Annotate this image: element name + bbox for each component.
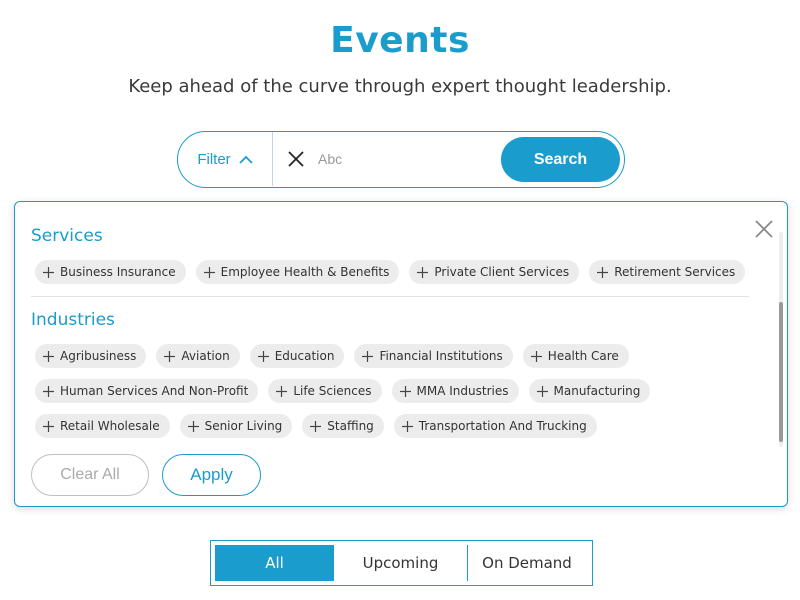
filter-tag-retirement-services[interactable]: Retirement Services (589, 260, 746, 284)
plus-icon (43, 266, 54, 278)
plus-icon (203, 266, 215, 278)
chevron-up-icon (239, 155, 253, 164)
filter-tag-business-insurance[interactable]: Business Insurance (35, 260, 186, 284)
filter-tag-employee-health-benefits[interactable]: Employee Health & Benefits (195, 260, 400, 284)
filter-tag-financial-institutions[interactable]: Financial Institutions (354, 344, 513, 368)
tag-label: Financial Institutions (379, 349, 503, 363)
tab-upcoming[interactable]: Upcoming (334, 545, 468, 581)
tab-all[interactable]: All (215, 545, 334, 581)
filter-tag-private-client-services[interactable]: Private Client Services (409, 260, 580, 284)
filter-tag-staffing[interactable]: Staffing (302, 414, 384, 438)
scroll-thumb[interactable] (779, 302, 783, 442)
page-title: Events (330, 20, 470, 61)
apply-button[interactable]: Apply (162, 454, 261, 496)
filter-panel: Services Business Insurance Employee Hea… (14, 201, 788, 507)
plus-icon (43, 350, 54, 362)
tag-label: Business Insurance (60, 265, 176, 279)
tag-label: Health Care (547, 349, 619, 363)
page-subtitle: Keep ahead of the curve through expert t… (128, 76, 672, 97)
plus-icon (164, 350, 176, 362)
panel-scrollbar[interactable] (779, 232, 783, 447)
filter-tag-mma-industries[interactable]: MMA Industries (391, 379, 519, 403)
filter-toggle-button[interactable]: Filter (178, 132, 273, 186)
close-icon[interactable] (286, 149, 306, 169)
close-icon[interactable] (753, 218, 775, 240)
tag-label: Private Client Services (434, 265, 570, 279)
search-bar: Filter Search (177, 131, 625, 188)
tag-label: Life Sciences (293, 384, 372, 398)
tag-label: Education (274, 349, 335, 363)
plus-icon (417, 266, 429, 278)
industries-tag-row-1: Agribusiness Aviation Education Financia… (35, 344, 629, 368)
filter-tag-transportation-trucking[interactable]: Transportation And Trucking (393, 414, 597, 438)
industries-tag-row-3: Retail Wholesale Senior Living Staffing … (35, 414, 597, 438)
plus-icon (257, 350, 269, 362)
filter-tag-health-care[interactable]: Health Care (522, 344, 629, 368)
clear-all-button[interactable]: Clear All (31, 454, 149, 496)
plus-icon (399, 385, 411, 397)
plus-icon (401, 420, 413, 432)
plus-icon (597, 266, 609, 278)
tag-label: MMA Industries (416, 384, 509, 398)
filter-tag-aviation[interactable]: Aviation (156, 344, 240, 368)
plus-icon (536, 385, 548, 397)
services-tag-row: Business Insurance Employee Health & Ben… (35, 260, 746, 284)
plus-icon (43, 420, 54, 432)
search-button[interactable]: Search (501, 137, 620, 182)
tag-label: Human Services And Non-Profit (60, 384, 249, 398)
filter-tag-agribusiness[interactable]: Agribusiness (35, 344, 147, 368)
industries-heading: Industries (31, 310, 115, 330)
tag-label: Agribusiness (60, 349, 137, 363)
plus-icon (187, 420, 199, 432)
filter-tag-manufacturing[interactable]: Manufacturing (528, 379, 651, 403)
plus-icon (310, 420, 322, 432)
section-divider (31, 296, 749, 297)
tab-on-demand[interactable]: On Demand (482, 554, 572, 572)
plus-icon (43, 385, 54, 397)
services-heading: Services (31, 226, 103, 246)
tag-label: Manufacturing (553, 384, 641, 398)
filter-tag-life-sciences[interactable]: Life Sciences (268, 379, 382, 403)
filter-tag-human-services-non-profit[interactable]: Human Services And Non-Profit (35, 379, 259, 403)
tag-label: Transportation And Trucking (418, 419, 587, 433)
filter-tag-education[interactable]: Education (249, 344, 345, 368)
filter-tag-senior-living[interactable]: Senior Living (179, 414, 293, 438)
filter-tag-retail-wholesale[interactable]: Retail Wholesale (35, 414, 170, 438)
plus-icon (276, 385, 288, 397)
tag-label: Retirement Services (614, 265, 736, 279)
tag-label: Employee Health & Benefits (220, 265, 390, 279)
tag-label: Retail Wholesale (60, 419, 160, 433)
industries-tag-row-2: Human Services And Non-Profit Life Scien… (35, 379, 651, 403)
search-input[interactable] (318, 144, 493, 174)
tag-label: Senior Living (204, 419, 283, 433)
plus-icon (530, 350, 542, 362)
tag-label: Aviation (181, 349, 230, 363)
event-type-tabs: All Upcoming On Demand (210, 540, 593, 586)
filter-label: Filter (197, 150, 231, 168)
tag-label: Staffing (327, 419, 374, 433)
plus-icon (362, 350, 374, 362)
